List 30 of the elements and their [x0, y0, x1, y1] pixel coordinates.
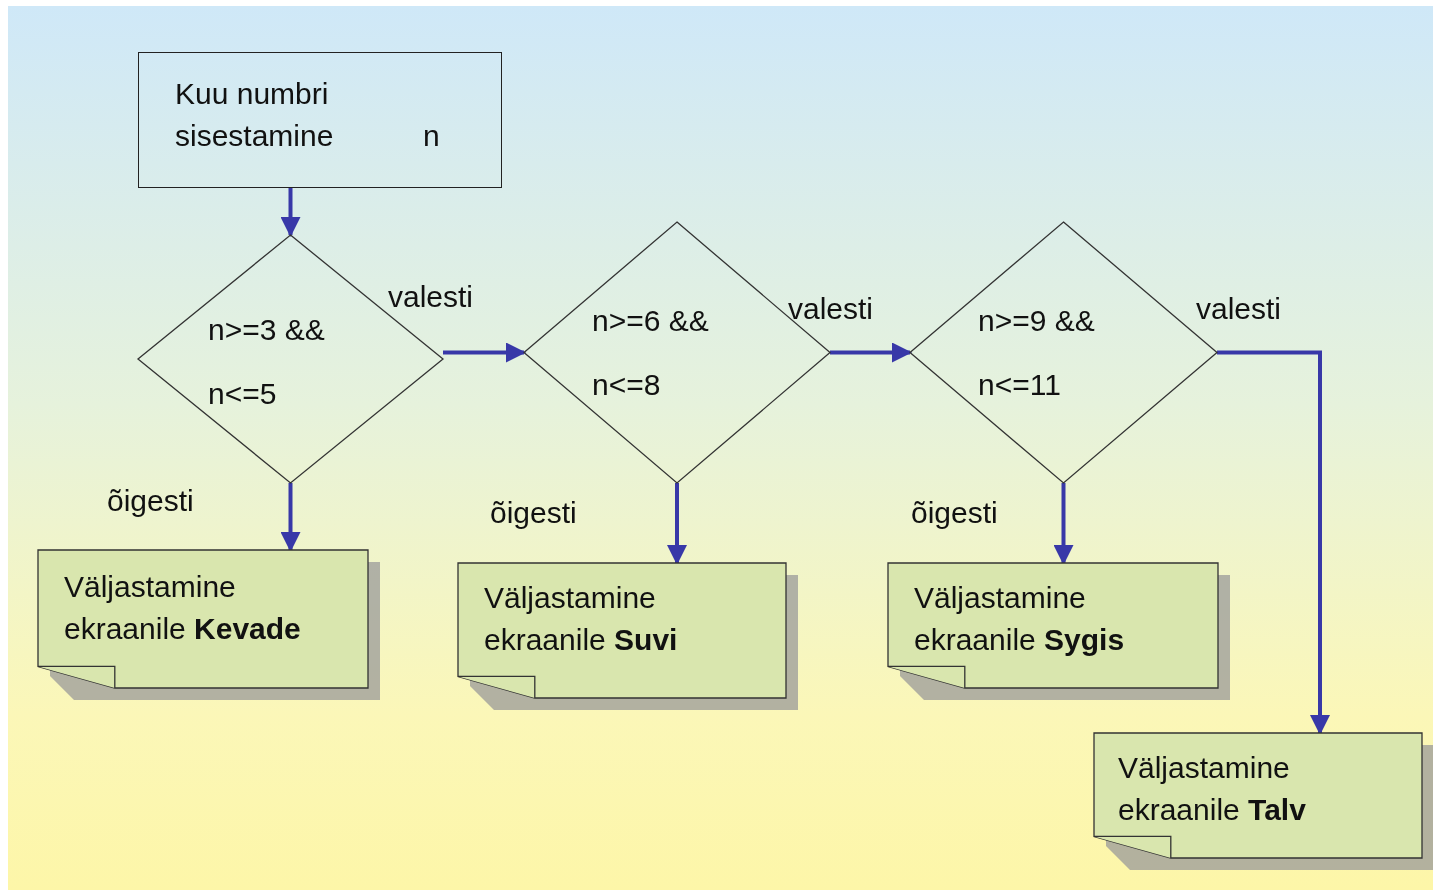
- condition-text: n<=5: [208, 376, 277, 412]
- output-text: Väljastamine ekraanile Kevade: [64, 569, 302, 647]
- edge-label: valesti: [1196, 292, 1282, 326]
- edge-label: valesti: [788, 292, 874, 326]
- arrow: [667, 483, 687, 565]
- process-text: Kuu numbri sisestamine: [175, 76, 335, 154]
- output-note: [1094, 733, 1433, 870]
- output-text: Väljastamine ekraanile Suvi: [484, 580, 679, 658]
- output-text: Väljastamine ekraanile Sygis: [914, 580, 1126, 658]
- condition-text: n>=9 &&: [978, 303, 1095, 339]
- condition-text: n>=3 &&: [208, 312, 325, 348]
- edge-label: valesti: [388, 280, 474, 314]
- output-note: [38, 550, 380, 700]
- arrow: [1217, 350, 1330, 735]
- edge-label: õigesti: [107, 484, 194, 518]
- arrow: [830, 342, 912, 363]
- output-note: [888, 563, 1230, 700]
- condition-text: n<=8: [592, 367, 661, 403]
- arrow: [443, 342, 526, 363]
- condition-text: n<=11: [978, 367, 1061, 403]
- arrow: [280, 483, 301, 552]
- arrow: [280, 188, 301, 237]
- condition-text: n>=6 &&: [592, 303, 709, 339]
- output-note: [458, 563, 798, 710]
- edge-label: õigesti: [490, 496, 577, 530]
- edge-label: õigesti: [911, 496, 998, 530]
- process-box: [138, 52, 502, 188]
- output-text: Väljastamine ekraanile Talv: [1118, 750, 1307, 828]
- variable-name: n: [423, 118, 440, 154]
- arrow: [1053, 483, 1074, 565]
